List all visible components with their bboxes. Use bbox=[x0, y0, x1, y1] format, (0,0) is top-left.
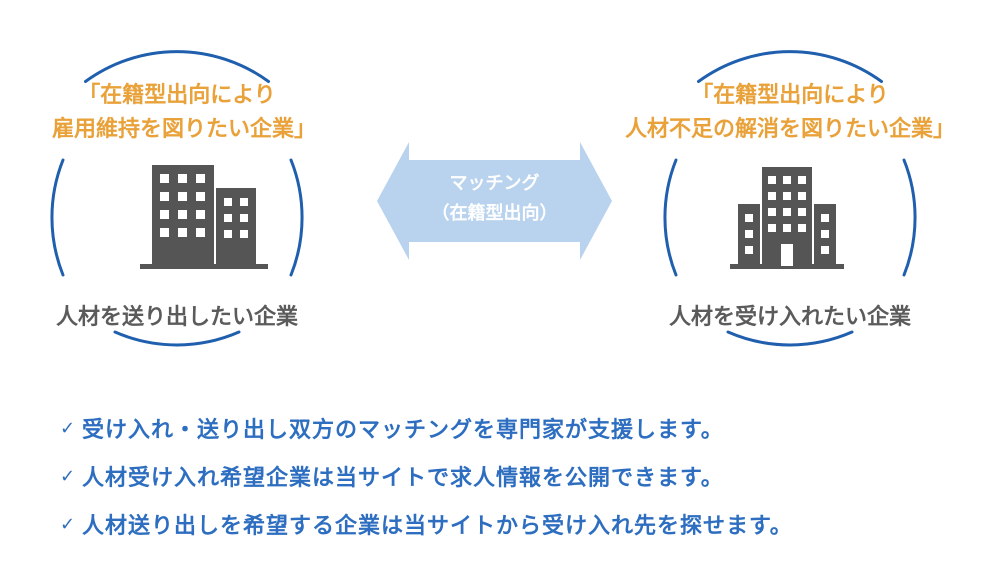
list-item: ✓ 人材受け入れ希望企業は当サイトで求人情報を公開できます。 bbox=[60, 452, 980, 500]
checkmark-icon: ✓ bbox=[60, 465, 77, 487]
right-circle bbox=[663, 50, 917, 347]
matching-arrow-shape bbox=[377, 142, 612, 260]
list-item-text: 人材送り出しを希望する企業は当サイトから受け入れ先を探せます。 bbox=[82, 514, 793, 539]
checkmark-icon: ✓ bbox=[60, 417, 77, 439]
left-purpose-line1: 「在籍型出向により bbox=[78, 83, 276, 108]
checkmark-icon: ✓ bbox=[60, 513, 77, 535]
left-purpose-line2: 雇用維持を図りたい企業」 bbox=[52, 117, 317, 142]
right-purpose-line1: 「在籍型出向により bbox=[691, 83, 889, 108]
list-item: ✓ 受け入れ・送り出し双方のマッチングを専門家が支援します。 bbox=[60, 404, 980, 452]
office-building-icon bbox=[140, 165, 268, 269]
right-purpose-line2: 人材不足の解消を図りたい企業」 bbox=[624, 117, 955, 142]
matching-sublabel: （在籍型出向） bbox=[431, 203, 558, 224]
list-item-text: 人材受け入れ希望企業は当サイトで求人情報を公開できます。 bbox=[82, 466, 724, 491]
tower-building-icon bbox=[730, 167, 844, 269]
left-company-label: 人材を送り出したい企業 bbox=[55, 305, 298, 330]
list-item-text: 受け入れ・送り出し双方のマッチングを専門家が支援します。 bbox=[82, 418, 724, 443]
left-circle bbox=[50, 50, 304, 347]
diagram-graphics bbox=[50, 50, 917, 347]
matching-label: マッチング bbox=[449, 173, 540, 194]
feature-list: ✓ 受け入れ・送り出し双方のマッチングを専門家が支援します。 ✓ 人材受け入れ希… bbox=[60, 404, 980, 548]
right-company-label: 人材を受け入れたい企業 bbox=[668, 305, 911, 330]
list-item: ✓ 人材送り出しを希望する企業は当サイトから受け入れ先を探せます。 bbox=[60, 500, 980, 548]
